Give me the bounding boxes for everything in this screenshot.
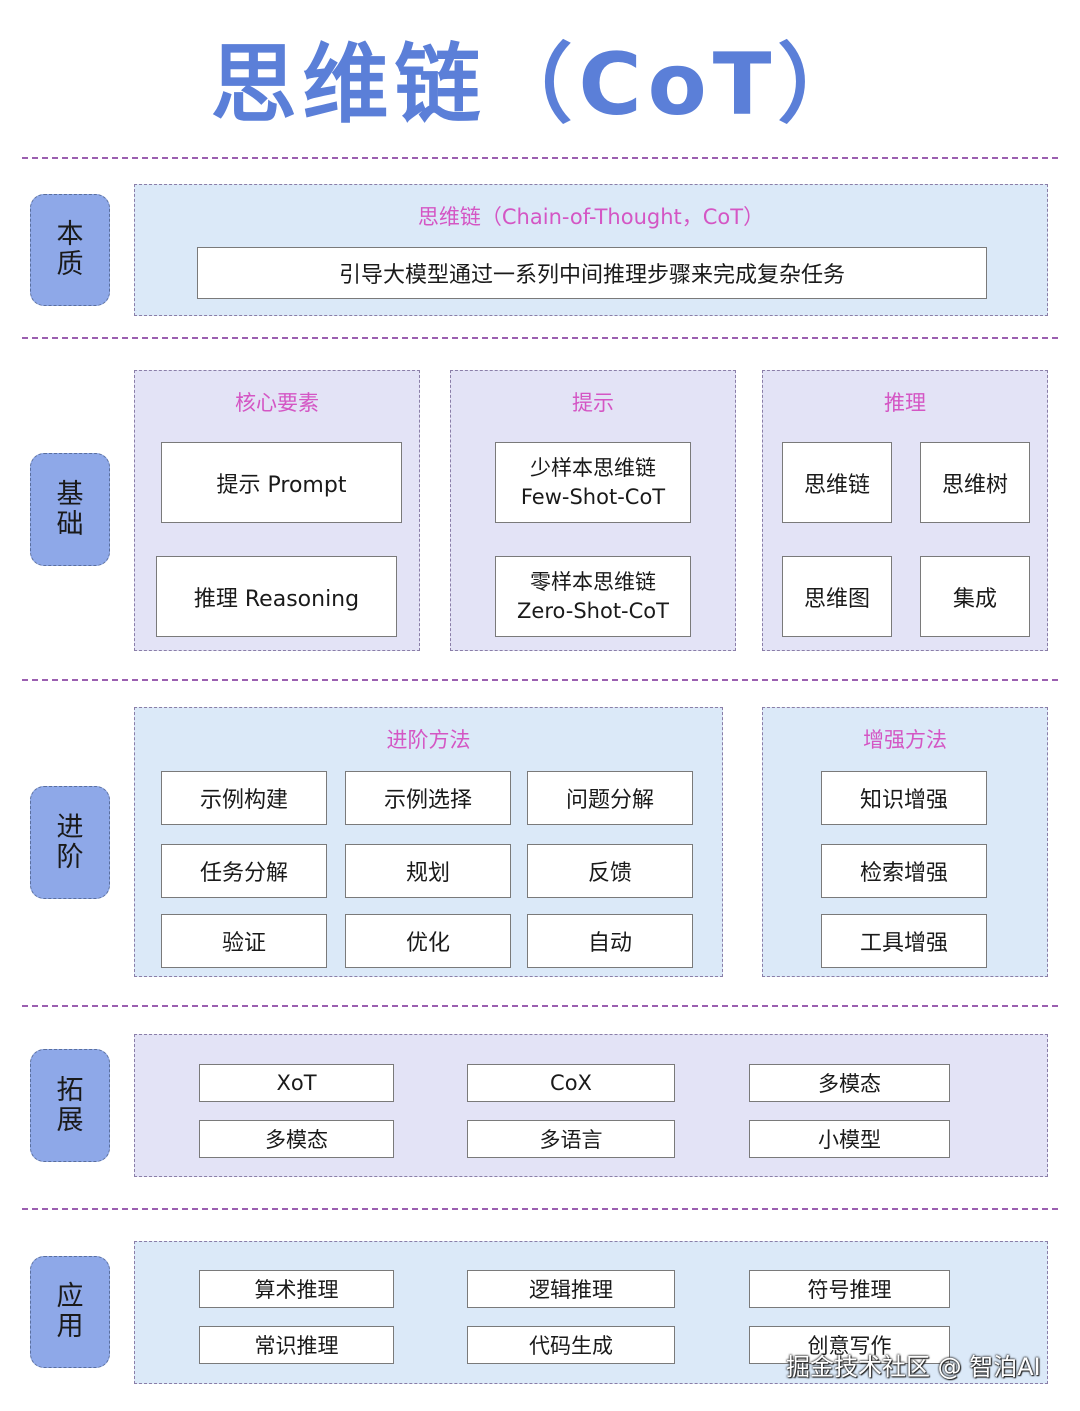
reasoning-item: 思维链 xyxy=(782,442,892,523)
extension-item: CoX xyxy=(467,1064,675,1102)
section-divider xyxy=(22,157,1058,159)
advanced-method-item: 验证 xyxy=(161,914,327,968)
advanced-method-item: 自动 xyxy=(527,914,693,968)
extension-item: 多模态 xyxy=(199,1120,394,1158)
enhance-method-item: 工具增强 xyxy=(821,914,987,968)
advanced-methods-panel: 进阶方法 示例构建 示例选择 问题分解 任务分解 规划 反馈 验证 优化 自动 xyxy=(134,707,723,977)
core-elements-panel: 核心要素 提示 Prompt 推理 Reasoning xyxy=(134,370,420,651)
application-item: 算术推理 xyxy=(199,1270,394,1308)
section-label-text: 应用 xyxy=(56,1281,84,1342)
core-elements-title: 核心要素 xyxy=(235,391,319,415)
section-divider xyxy=(22,679,1058,681)
reasoning-item: 集成 xyxy=(920,556,1030,637)
reasoning-item: 思维树 xyxy=(920,442,1030,523)
application-panel: 算术推理 逻辑推理 符号推理 常识推理 代码生成 创意写作 xyxy=(134,1241,1048,1384)
core-element-item: 提示 Prompt xyxy=(161,442,402,523)
enhance-methods-title: 增强方法 xyxy=(863,728,947,752)
page-title: 思维链（CoT） xyxy=(210,35,870,135)
advanced-method-item: 示例选择 xyxy=(345,771,511,825)
enhance-methods-panel: 增强方法 知识增强 检索增强 工具增强 xyxy=(762,707,1048,977)
application-item: 代码生成 xyxy=(467,1326,675,1364)
watermark: 掘金技术社区 @ 智泊AI xyxy=(786,1353,1041,1381)
application-item: 创意写作 xyxy=(749,1326,950,1364)
enhance-method-item: 知识增强 xyxy=(821,771,987,825)
extension-item: 小模型 xyxy=(749,1120,950,1158)
reasoning-item: 思维图 xyxy=(782,556,892,637)
extension-item: XoT xyxy=(199,1064,394,1102)
section-label-advanced: 进阶 xyxy=(30,786,110,899)
essence-title: 思维链（Chain-of-Thought，CoT） xyxy=(417,205,765,229)
prompt-item: 少样本思维链 Few-Shot-CoT xyxy=(495,442,691,523)
section-label-extension: 拓展 xyxy=(30,1049,110,1162)
section-label-text: 基础 xyxy=(56,478,84,540)
section-divider xyxy=(22,1005,1058,1007)
advanced-method-item: 任务分解 xyxy=(161,844,327,898)
advanced-methods-title: 进阶方法 xyxy=(386,728,471,752)
extension-panel: XoT CoX 多模态 多模态 多语言 小模型 xyxy=(134,1034,1048,1177)
prompt-item: 零样本思维链 Zero-Shot-CoT xyxy=(495,556,691,637)
essence-panel: 思维链（Chain-of-Thought，CoT） 引导大模型通过一系列中间推理… xyxy=(134,184,1048,316)
enhance-method-item: 检索增强 xyxy=(821,844,987,898)
extension-item: 多模态 xyxy=(749,1064,950,1102)
section-label-essence: 本质 xyxy=(30,194,110,306)
essence-description: 引导大模型通过一系列中间推理步骤来完成复杂任务 xyxy=(197,247,987,299)
section-label-text: 拓展 xyxy=(56,1074,84,1136)
section-divider xyxy=(22,337,1058,339)
application-item: 常识推理 xyxy=(199,1326,394,1364)
prompt-panel: 提示 少样本思维链 Few-Shot-CoT 零样本思维链 Zero-Shot-… xyxy=(450,370,736,651)
extension-item: 多语言 xyxy=(467,1120,675,1158)
reasoning-panel: 推理 思维链 思维树 思维图 集成 xyxy=(762,370,1048,651)
section-label-text: 本质 xyxy=(56,219,84,280)
section-divider xyxy=(22,1208,1058,1210)
core-element-item: 推理 Reasoning xyxy=(156,556,397,637)
advanced-method-item: 优化 xyxy=(345,914,511,968)
prompt-title: 提示 xyxy=(572,391,614,415)
section-label-text: 进阶 xyxy=(56,811,84,873)
advanced-method-item: 示例构建 xyxy=(161,771,327,825)
advanced-method-item: 问题分解 xyxy=(527,771,693,825)
reasoning-title: 推理 xyxy=(884,391,926,415)
application-item: 逻辑推理 xyxy=(467,1270,675,1308)
advanced-method-item: 规划 xyxy=(345,844,511,898)
section-label-basics: 基础 xyxy=(30,453,110,566)
advanced-method-item: 反馈 xyxy=(527,844,693,898)
section-label-application: 应用 xyxy=(30,1256,110,1368)
application-item: 符号推理 xyxy=(749,1270,950,1308)
